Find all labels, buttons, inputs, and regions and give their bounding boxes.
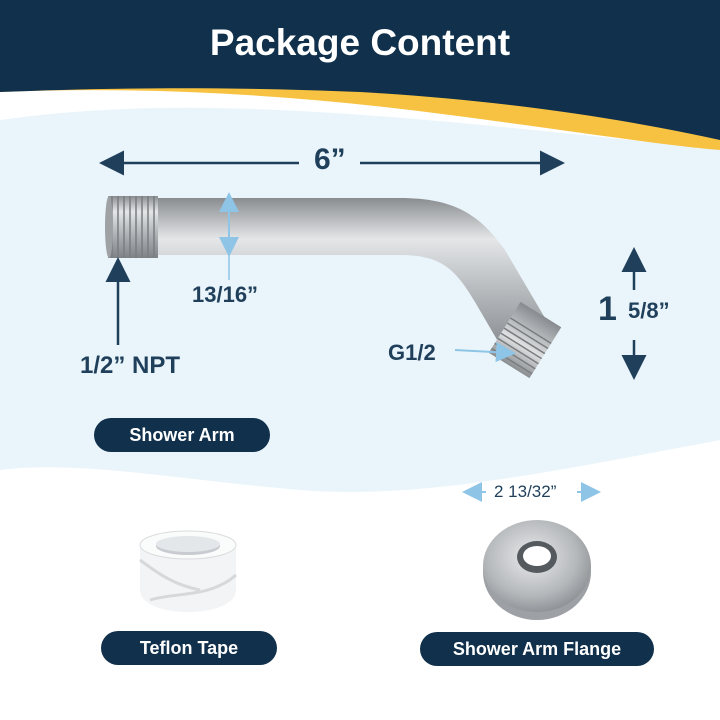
flange-diameter-label: 2 13/32” (494, 482, 557, 501)
length-label: 6” (314, 143, 346, 176)
header-band (0, 0, 720, 140)
diameter-label: 13/16” (192, 282, 259, 307)
outlet-thread-label: G1/2 (388, 340, 436, 365)
page-title: Package Content (209, 22, 511, 63)
drop-small-label: 5/8” (628, 298, 670, 323)
shower-arm-label: Shower Arm (94, 418, 270, 452)
drop-big-label: 1 (598, 290, 617, 328)
flange-image (483, 520, 591, 620)
teflon-tape-label: Teflon Tape (101, 631, 277, 665)
flange-label: Shower Arm Flange (420, 632, 654, 666)
teflon-tape-image (139, 530, 237, 612)
inlet-thread-label: 1/2” NPT (80, 352, 181, 379)
